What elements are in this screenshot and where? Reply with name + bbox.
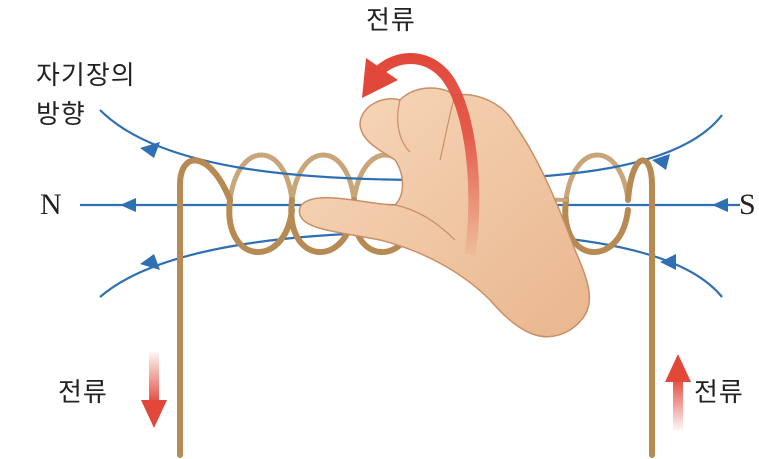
current-label-top: 전류 — [366, 6, 416, 36]
arrowhead-lower — [140, 254, 160, 270]
coil-back — [227, 152, 631, 203]
field-arrowheads — [120, 142, 728, 270]
current-label-right: 전류 — [694, 378, 744, 408]
south-pole-label: S — [739, 188, 756, 221]
north-pole-label: N — [40, 188, 62, 221]
current-arrow-right-head — [665, 354, 691, 382]
arrowhead-upper-right — [652, 154, 670, 170]
field-direction-label-line1: 자기장의 — [36, 61, 136, 91]
current-label-left: 전류 — [58, 378, 108, 408]
field-direction-label-line2: 방향 — [36, 100, 86, 130]
current-arrow-right-shaft — [673, 378, 683, 430]
arrowhead-upper — [140, 142, 160, 158]
current-arrow-left-head — [141, 400, 167, 428]
arrowhead-center-right — [712, 198, 728, 212]
wire-left-lead — [177, 157, 233, 458]
curved-arrowhead — [362, 58, 398, 98]
curved-arrow-icon — [374, 53, 480, 256]
arrowhead-lower-right — [660, 254, 676, 270]
right-hand-grip-icon — [298, 87, 591, 338]
arrowhead-center-left — [120, 198, 136, 212]
current-arrow-left-shaft — [149, 352, 159, 404]
wire-right-lead — [625, 157, 655, 458]
